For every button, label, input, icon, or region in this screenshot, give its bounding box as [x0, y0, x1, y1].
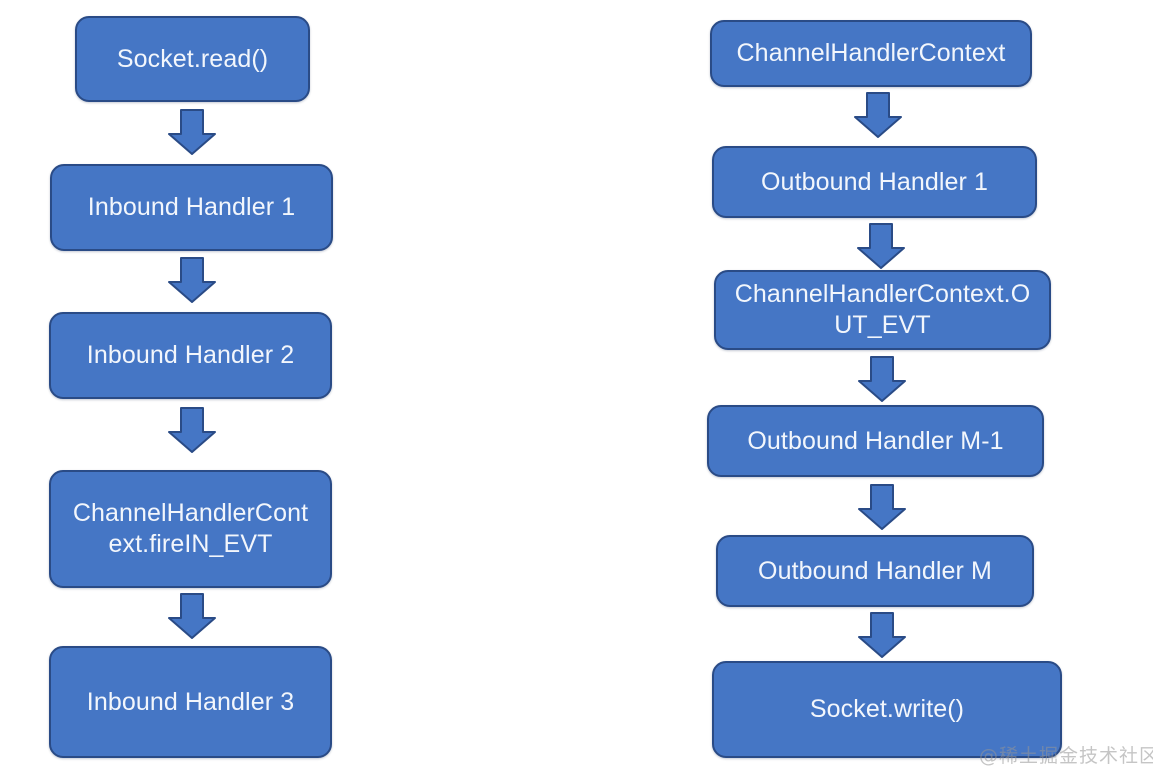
node-inbound-handler-3[interactable]: Inbound Handler 3	[49, 646, 332, 758]
node-outbound-handler-m-minus-1[interactable]: Outbound Handler M-1	[707, 405, 1044, 477]
node-channelhandlercontext[interactable]: ChannelHandlerContext	[710, 20, 1032, 87]
node-inbound-handler-3-label: Inbound Handler 3	[86, 687, 295, 716]
node-channelhandlercontext-out-evt-label: ChannelHandlerContext.O UT_EVT	[734, 280, 1031, 339]
node-inbound-handler-2[interactable]: Inbound Handler 2	[49, 312, 332, 399]
arrow-down-inbound-1	[168, 109, 216, 155]
arrow-down-outbound-2	[857, 223, 905, 269]
node-inbound-handler-1[interactable]: Inbound Handler 1	[50, 164, 333, 251]
arrow-down-outbound-5	[858, 612, 906, 658]
arrow-down-inbound-3	[168, 407, 216, 453]
arrow-down-icon	[858, 612, 906, 658]
node-socket-read-label: Socket.read()	[116, 44, 269, 73]
node-channelhandlercontext-out-evt[interactable]: ChannelHandlerContext.O UT_EVT	[714, 270, 1051, 350]
arrow-down-icon	[168, 257, 216, 303]
node-inbound-handler-2-label: Inbound Handler 2	[86, 341, 295, 369]
arrow-down-icon	[168, 593, 216, 639]
node-outbound-handler-m-minus-1-label: Outbound Handler M-1	[747, 426, 1004, 455]
arrow-down-icon	[858, 484, 906, 530]
node-outbound-handler-1-label: Outbound Handler 1	[761, 167, 988, 196]
node-channelhandlercontext-firein-evt-label: ChannelHandlerCont ext.fireIN_EVT	[72, 499, 309, 558]
arrow-down-inbound-2	[168, 257, 216, 303]
node-outbound-handler-1[interactable]: Outbound Handler 1	[712, 146, 1037, 218]
node-socket-read[interactable]: Socket.read()	[75, 16, 310, 102]
node-socket-write[interactable]: Socket.write()	[712, 661, 1062, 758]
node-channelhandlercontext-firein-evt[interactable]: ChannelHandlerCont ext.fireIN_EVT	[49, 470, 332, 588]
node-socket-write-label: Socket.write()	[809, 695, 965, 723]
arrow-down-outbound-1	[854, 92, 902, 138]
arrow-down-icon	[168, 109, 216, 155]
arrow-down-icon	[168, 407, 216, 453]
arrow-down-icon	[854, 92, 902, 138]
node-outbound-handler-m-label: Outbound Handler M	[758, 556, 992, 585]
arrow-down-outbound-3	[858, 356, 906, 402]
arrow-down-outbound-4	[858, 484, 906, 530]
arrow-down-icon	[858, 356, 906, 402]
arrow-down-icon	[857, 223, 905, 269]
arrow-down-inbound-4	[168, 593, 216, 639]
node-outbound-handler-m[interactable]: Outbound Handler M	[716, 535, 1034, 607]
node-inbound-handler-1-label: Inbound Handler 1	[87, 193, 296, 221]
node-channelhandlercontext-label: ChannelHandlerContext	[736, 39, 1006, 67]
